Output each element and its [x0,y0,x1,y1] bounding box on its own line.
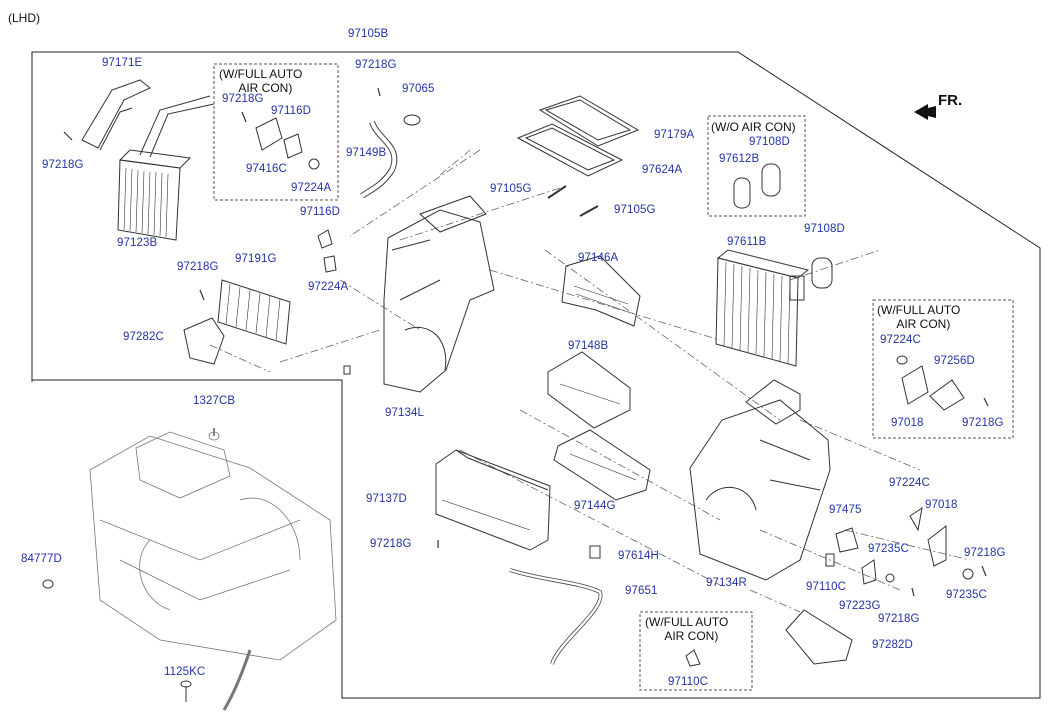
part-number: 97224A [291,182,332,194]
part-number: 97612B [719,153,760,165]
part-number: 97224C [889,477,930,489]
part-number: 1125KC [164,666,206,678]
part-number: 97282C [123,331,164,343]
secondary-core [217,279,291,345]
part-number: 97282D [872,639,913,651]
note-full-auto-bottom: (W/FULL AUTO AIR CON) [645,615,729,644]
part-number: 97144G [574,500,616,512]
part-number: 97116D [300,206,341,218]
part-number: 97218G [222,93,264,105]
part-number: 97224C [880,334,921,346]
part-number: 97218G [177,261,219,273]
part-number: 97105B [348,28,389,40]
seals [733,163,781,209]
part-number: 97148B [568,340,609,352]
part-number: 97416C [246,163,287,175]
small-clips [317,229,337,273]
part-number: 97224A [308,281,349,293]
fasteners [42,579,192,702]
note-wo-air-con: (W/O AIR CON) [711,120,796,134]
mode-doors [547,255,651,501]
part-number: 97105G [490,183,532,195]
air-filters [516,95,640,177]
evaporator [715,249,833,367]
part-number: 97110C [668,676,709,688]
part-number: 97065 [402,83,435,95]
part-number: 97651 [625,585,658,597]
part-number: 97614H [618,550,659,562]
part-number: 97149B [346,147,387,159]
assembled-unit [89,431,337,711]
part-number: 97218G [962,417,1004,429]
variant-tag: (LHD) [8,11,40,25]
left-case [343,195,495,393]
direction-label: FR. [938,92,963,109]
part-number: 97218G [355,59,397,71]
part-number: 97611B [727,236,767,248]
part-number: 97235C [868,543,909,555]
part-number: 97105G [614,204,656,216]
part-number: 97223G [839,600,881,612]
part-number: 97475 [829,504,862,516]
pipe-bracket [81,79,151,151]
part-number: 97218G [42,159,84,171]
duct-right [785,609,853,665]
right-case [689,379,831,581]
note-full-auto-right: (W/FULL AUTO AIR CON) [877,303,961,332]
note-full-auto-top: (W/FULL AUTO AIR CON) [219,67,303,96]
part-number: 97018 [891,417,924,429]
lower-case [435,449,603,665]
part-number: 97179A [654,129,695,141]
part-number: 97108D [804,223,845,235]
part-number: 97191G [235,253,277,265]
part-number: 97137D [366,493,407,505]
boundary-outline [31,51,1041,699]
part-number: 97146A [578,252,619,264]
part-number: 97116D [271,105,312,117]
part-number: 1327CB [193,395,236,407]
part-number: 97256D [934,355,975,367]
part-number: 97110C [806,581,847,593]
note-boxes [213,63,1014,691]
part-number: 97108D [749,136,790,148]
part-number: 97134R [706,577,747,589]
part-number: 97171E [102,57,143,69]
part-number: 97218G [964,547,1006,559]
part-number: 97624A [642,164,683,176]
screws [63,87,989,597]
rods [547,185,599,217]
part-number: 97134L [385,407,424,419]
part-number: 97218G [370,538,412,550]
heater-core [117,95,215,241]
actuator-small [255,117,320,170]
part-number: 97218G [878,613,920,625]
part-number: 84777D [21,553,62,565]
front-arrow-icon [914,104,936,120]
drain-hose [360,114,421,199]
duct-left [183,317,225,365]
right-small-parts [685,355,974,667]
part-number: 97018 [925,499,958,511]
part-number: 97123B [117,237,158,249]
part-number: 97235C [946,589,987,601]
